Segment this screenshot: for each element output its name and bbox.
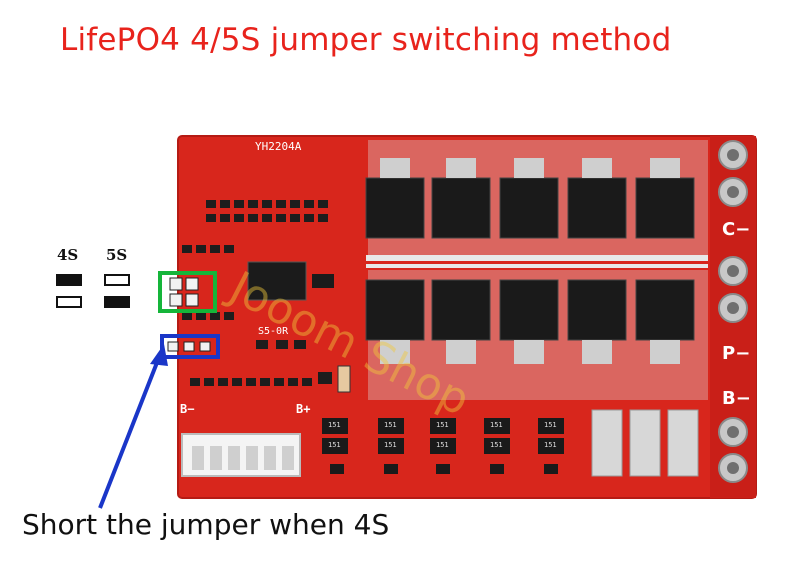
legend-4s-label: 4S <box>57 246 79 264</box>
legend-4s-bottom-pad <box>56 296 82 308</box>
page-title: LifePO4 4/5S jumper switching method <box>60 22 672 58</box>
chip-label: 151 <box>490 441 503 449</box>
legend-5s-top-pad <box>104 274 130 286</box>
silk-b-plus-label: B+ <box>296 402 311 416</box>
chip-label: 151 <box>436 421 449 429</box>
jumper-4s-highlight <box>160 334 220 359</box>
chip-label: 151 <box>490 421 503 429</box>
pad-b-minus-label: B− <box>722 388 751 409</box>
pad-p-minus-label: P− <box>722 343 751 364</box>
legend-5s-label: 5S <box>106 246 128 264</box>
chip-label: 151 <box>384 441 397 449</box>
chip-label: 151 <box>436 441 449 449</box>
pad-c-minus-label: C− <box>722 219 751 240</box>
silk-b-minus-label: B− <box>180 402 195 416</box>
jumper-caption: Short the jumper when 4S <box>22 508 390 541</box>
legend-4s-top-pad <box>56 274 82 286</box>
arrow-line <box>98 359 160 509</box>
chip-label: 151 <box>544 441 557 449</box>
legend-5s-bottom-pad <box>104 296 130 308</box>
jumper-legend: 4S 5S <box>52 246 142 326</box>
model-label: YH2204A <box>255 140 302 153</box>
arrow-head <box>150 344 168 366</box>
jumper-5s-highlight <box>158 271 217 313</box>
chip-label: 151 <box>328 441 341 449</box>
chip-label: 151 <box>328 421 341 429</box>
silk-s5-label: S5-0R <box>258 326 289 337</box>
chip-label: 151 <box>384 421 397 429</box>
chip-label: 151 <box>544 421 557 429</box>
